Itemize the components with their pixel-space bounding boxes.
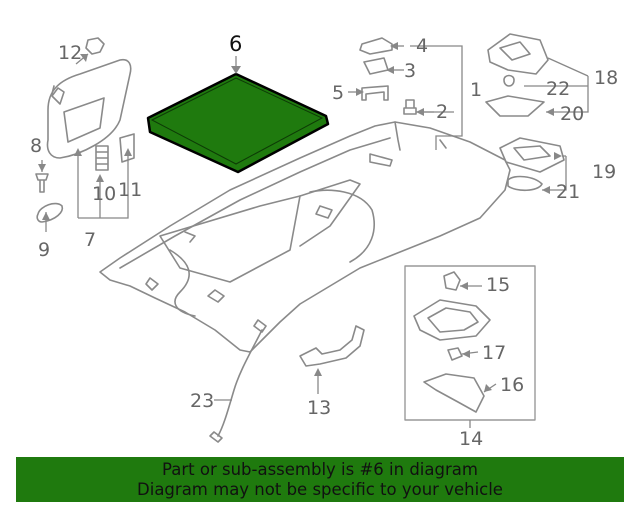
callout-14: 14 — [459, 428, 483, 450]
callout-16: 16 — [500, 374, 524, 396]
clip-3-part — [363, 57, 389, 75]
headliner-part — [99, 121, 511, 353]
info-banner: Part or sub-assembly is #6 in diagram Di… — [16, 457, 624, 502]
callout-23: 23 — [190, 390, 214, 412]
banner-line-1: Part or sub-assembly is #6 in diagram — [162, 460, 478, 479]
callout-22: 22 — [546, 78, 570, 100]
callout-21: 21 — [556, 181, 580, 203]
banner-line-2: Diagram may not be specific to your vehi… — [137, 480, 503, 499]
callout-6: 6 — [229, 32, 242, 56]
callout-9: 9 — [38, 239, 50, 261]
inset-box-14 — [404, 265, 536, 421]
callout-8: 8 — [30, 135, 42, 157]
leader-arrows — [38, 42, 562, 392]
clip-4-part — [359, 37, 393, 55]
wire-connector — [209, 431, 223, 443]
screw-part — [35, 173, 49, 193]
lamp-19-part — [499, 137, 565, 173]
callout-19: 19 — [592, 161, 616, 183]
lens-21-part — [507, 175, 543, 192]
bolt-2-part — [403, 99, 417, 115]
grab-handle-part — [299, 325, 365, 367]
clip-15-part — [443, 271, 461, 291]
callout-18: 18 — [594, 67, 618, 89]
visor-clip-part — [85, 37, 105, 55]
callout-2: 2 — [436, 101, 448, 123]
callout-1: 1 — [470, 79, 482, 101]
handle-5-part — [361, 85, 389, 101]
wire-harness-part — [217, 329, 263, 437]
sunroof-panel-part-6[interactable] — [146, 72, 330, 174]
callout-11: 11 — [118, 179, 142, 201]
callout-12: 12 — [58, 42, 82, 64]
cap-part — [36, 202, 64, 223]
insert-part — [119, 133, 135, 163]
callout-7: 7 — [84, 229, 96, 251]
callout-13: 13 — [307, 397, 331, 419]
bushing-part — [95, 145, 109, 171]
callout-10: 10 — [92, 183, 116, 205]
lens-16-part — [423, 373, 485, 413]
lens-20-part — [485, 95, 545, 117]
sun-visor-part — [46, 58, 132, 159]
bulb-17-part — [447, 347, 463, 361]
callout-17: 17 — [482, 342, 506, 364]
callout-20: 20 — [560, 103, 584, 125]
callout-15: 15 — [486, 274, 510, 296]
callout-5: 5 — [332, 82, 344, 104]
parts-diagram: 6 12 8 9 10 11 7 4 3 1 5 2 18 22 20 19 2… — [30, 32, 618, 450]
console-18-part — [487, 33, 549, 75]
bulb-22-part — [503, 74, 515, 87]
callout-3: 3 — [404, 60, 416, 82]
callout-4: 4 — [416, 35, 428, 57]
housing-14-part — [413, 299, 491, 341]
